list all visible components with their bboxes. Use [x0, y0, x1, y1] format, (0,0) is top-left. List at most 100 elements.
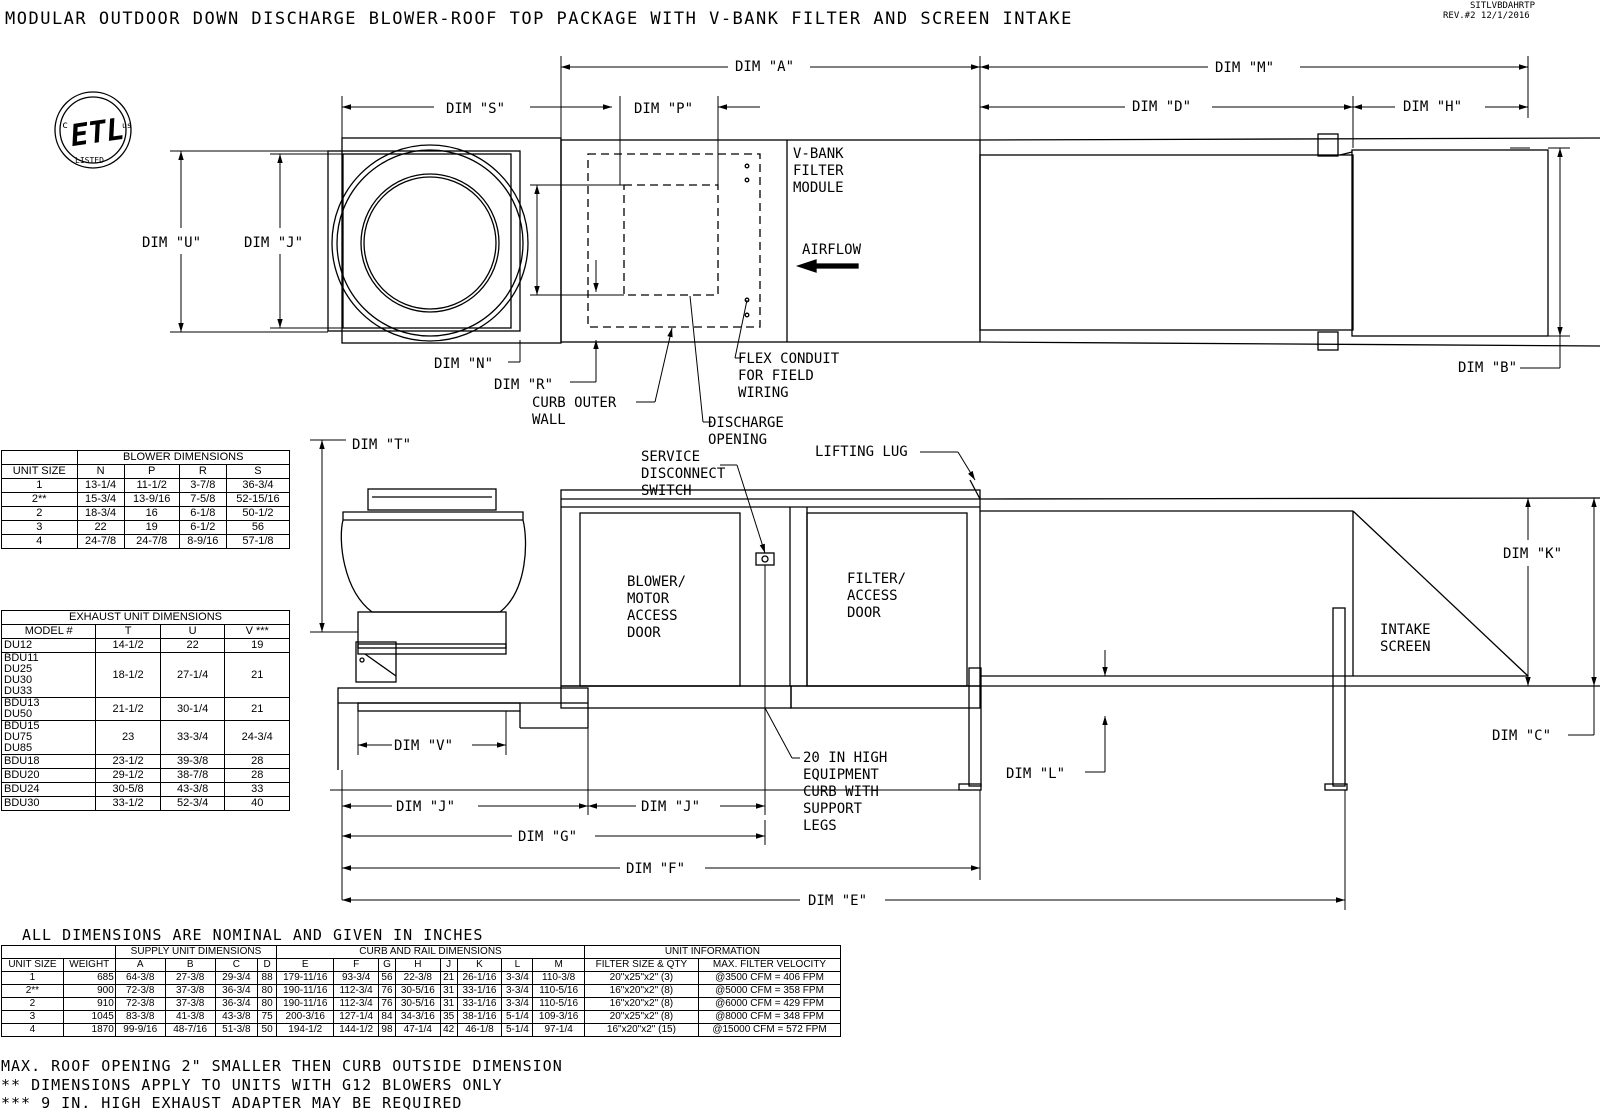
model-number: BDU18 — [4, 755, 40, 767]
cell: 21 — [224, 652, 290, 698]
model-number: DU25 — [4, 663, 33, 675]
model-number: DU30 — [4, 674, 33, 686]
cell: 33-3/4 — [159, 720, 226, 755]
blower-door-label-3: ACCESS — [627, 608, 678, 624]
blower-header: UNIT SIZE — [1, 464, 78, 479]
cell: 24-7/8 — [123, 534, 180, 549]
cell: 41-3/8 — [164, 1010, 216, 1024]
adapter-note: *** 9 IN. HIGH EXHAUST ADAPTER MAY BE RE… — [1, 1094, 463, 1112]
cell: 98 — [377, 1023, 397, 1037]
cell: 1 — [1, 971, 64, 985]
dim-e-label: DIM "E" — [808, 893, 867, 909]
cell: 685 — [62, 971, 116, 985]
curb20-label-1: 20 IN HIGH — [803, 750, 887, 766]
cell: 72-3/8 — [114, 997, 166, 1011]
cell: 13-9/16 — [123, 492, 180, 507]
cell: 18-3/4 — [76, 506, 125, 521]
filter-door-label-1: FILTER/ — [847, 571, 906, 587]
curb-wall-label-1: CURB OUTER — [532, 395, 617, 411]
model-number: BDU15 — [4, 720, 40, 732]
dim-n-label: DIM "N" — [434, 356, 493, 372]
cell: 97-1/4 — [532, 1023, 585, 1037]
cell: 75 — [257, 1010, 278, 1024]
cell: 30-5/16 — [395, 984, 441, 998]
blower-header: R — [178, 464, 227, 479]
dim-j-right-label: DIM "J" — [641, 799, 700, 815]
cell: 21-1/2 — [95, 697, 161, 721]
cell: 6-1/8 — [178, 506, 227, 521]
exhaust-header: MODEL # — [0, 624, 97, 639]
cell: 112-3/4 — [333, 984, 379, 998]
cell: 47-1/4 — [395, 1023, 441, 1037]
filter-door-label-2: ACCESS — [847, 588, 898, 604]
model-cell: BDU30 — [0, 796, 97, 811]
dim-g-label: DIM "G" — [518, 829, 577, 845]
blower-table-title: BLOWER DIMENSIONS — [76, 450, 290, 465]
cell: 190-11/16 — [276, 984, 335, 998]
cell: 4 — [1, 1023, 64, 1037]
discharge-label-1: DISCHARGE — [708, 415, 784, 431]
supply-header: UNIT SIZE — [1, 958, 64, 972]
cell: 48-7/16 — [164, 1023, 216, 1037]
cell: 76 — [377, 984, 397, 998]
flex-conduit-label-1: FLEX CONDUIT — [738, 351, 840, 367]
cell: @15000 CFM = 572 FPM — [698, 1023, 841, 1037]
dim-l-label: DIM "L" — [1006, 766, 1065, 782]
blower-header: N — [76, 464, 125, 479]
cell: 5-1/4 — [501, 1010, 534, 1024]
cell: 88 — [257, 971, 278, 985]
cell: 127-1/4 — [333, 1010, 379, 1024]
intake-screen-label-2: SCREEN — [1380, 639, 1431, 655]
cell: 20"x25"x2" (8) — [583, 1010, 700, 1024]
etl-mark: ETL — [68, 112, 127, 154]
model-number: DU75 — [4, 731, 33, 743]
cell: 15-3/4 — [76, 492, 125, 507]
lifting-lug-label: LIFTING LUG — [815, 444, 908, 460]
etl-us: us — [122, 121, 132, 130]
cell: 50 — [257, 1023, 278, 1037]
cell: 109-3/16 — [532, 1010, 585, 1024]
service-switch-label-3: SWITCH — [641, 483, 692, 499]
supply-header: M — [532, 958, 585, 972]
filter-door-label-3: DOOR — [847, 605, 881, 621]
cell: 26-1/16 — [456, 971, 503, 985]
etl-c: c — [62, 120, 68, 131]
flex-conduit-label-3: WIRING — [738, 385, 789, 401]
g12-note: ** DIMENSIONS APPLY TO UNITS WITH G12 BL… — [1, 1076, 503, 1094]
dim-b-label: DIM "B" — [1458, 360, 1517, 376]
cell: 23-1/2 — [95, 754, 161, 769]
nominal-note: ALL DIMENSIONS ARE NOMINAL AND GIVEN IN … — [22, 926, 484, 944]
cell: 7-5/8 — [178, 492, 227, 507]
cell: @8000 CFM = 348 FPM — [698, 1010, 841, 1024]
cell: 5-1/4 — [501, 1023, 534, 1037]
cell: 20"x25"x2" (3) — [583, 971, 700, 985]
cell: 40 — [224, 796, 290, 811]
cell: 179-11/16 — [276, 971, 335, 985]
exhaust-table-title: EXHAUST UNIT DIMENSIONS — [1, 610, 290, 625]
cell: 6-1/2 — [178, 520, 227, 535]
dim-s-label: DIM "S" — [446, 101, 505, 117]
supply-header: WEIGHT — [62, 958, 116, 972]
dim-c-label: DIM "C" — [1492, 728, 1551, 744]
blower-header: P — [123, 464, 180, 479]
airflow-label: AIRFLOW — [802, 242, 862, 258]
cell: 19 — [224, 638, 290, 653]
model-number: BDU13 — [4, 697, 40, 709]
elevation-dimensions — [310, 439, 1597, 910]
cell: 22 — [76, 520, 125, 535]
cell: 99-9/16 — [114, 1023, 166, 1037]
cell: 46-1/8 — [456, 1023, 503, 1037]
cell: 21 — [224, 697, 290, 721]
cell: 1 — [1, 478, 78, 493]
cell: 16"x20"x2" (15) — [583, 1023, 700, 1037]
cell: 31 — [439, 997, 458, 1011]
curb20-label-4: SUPPORT — [803, 801, 863, 817]
